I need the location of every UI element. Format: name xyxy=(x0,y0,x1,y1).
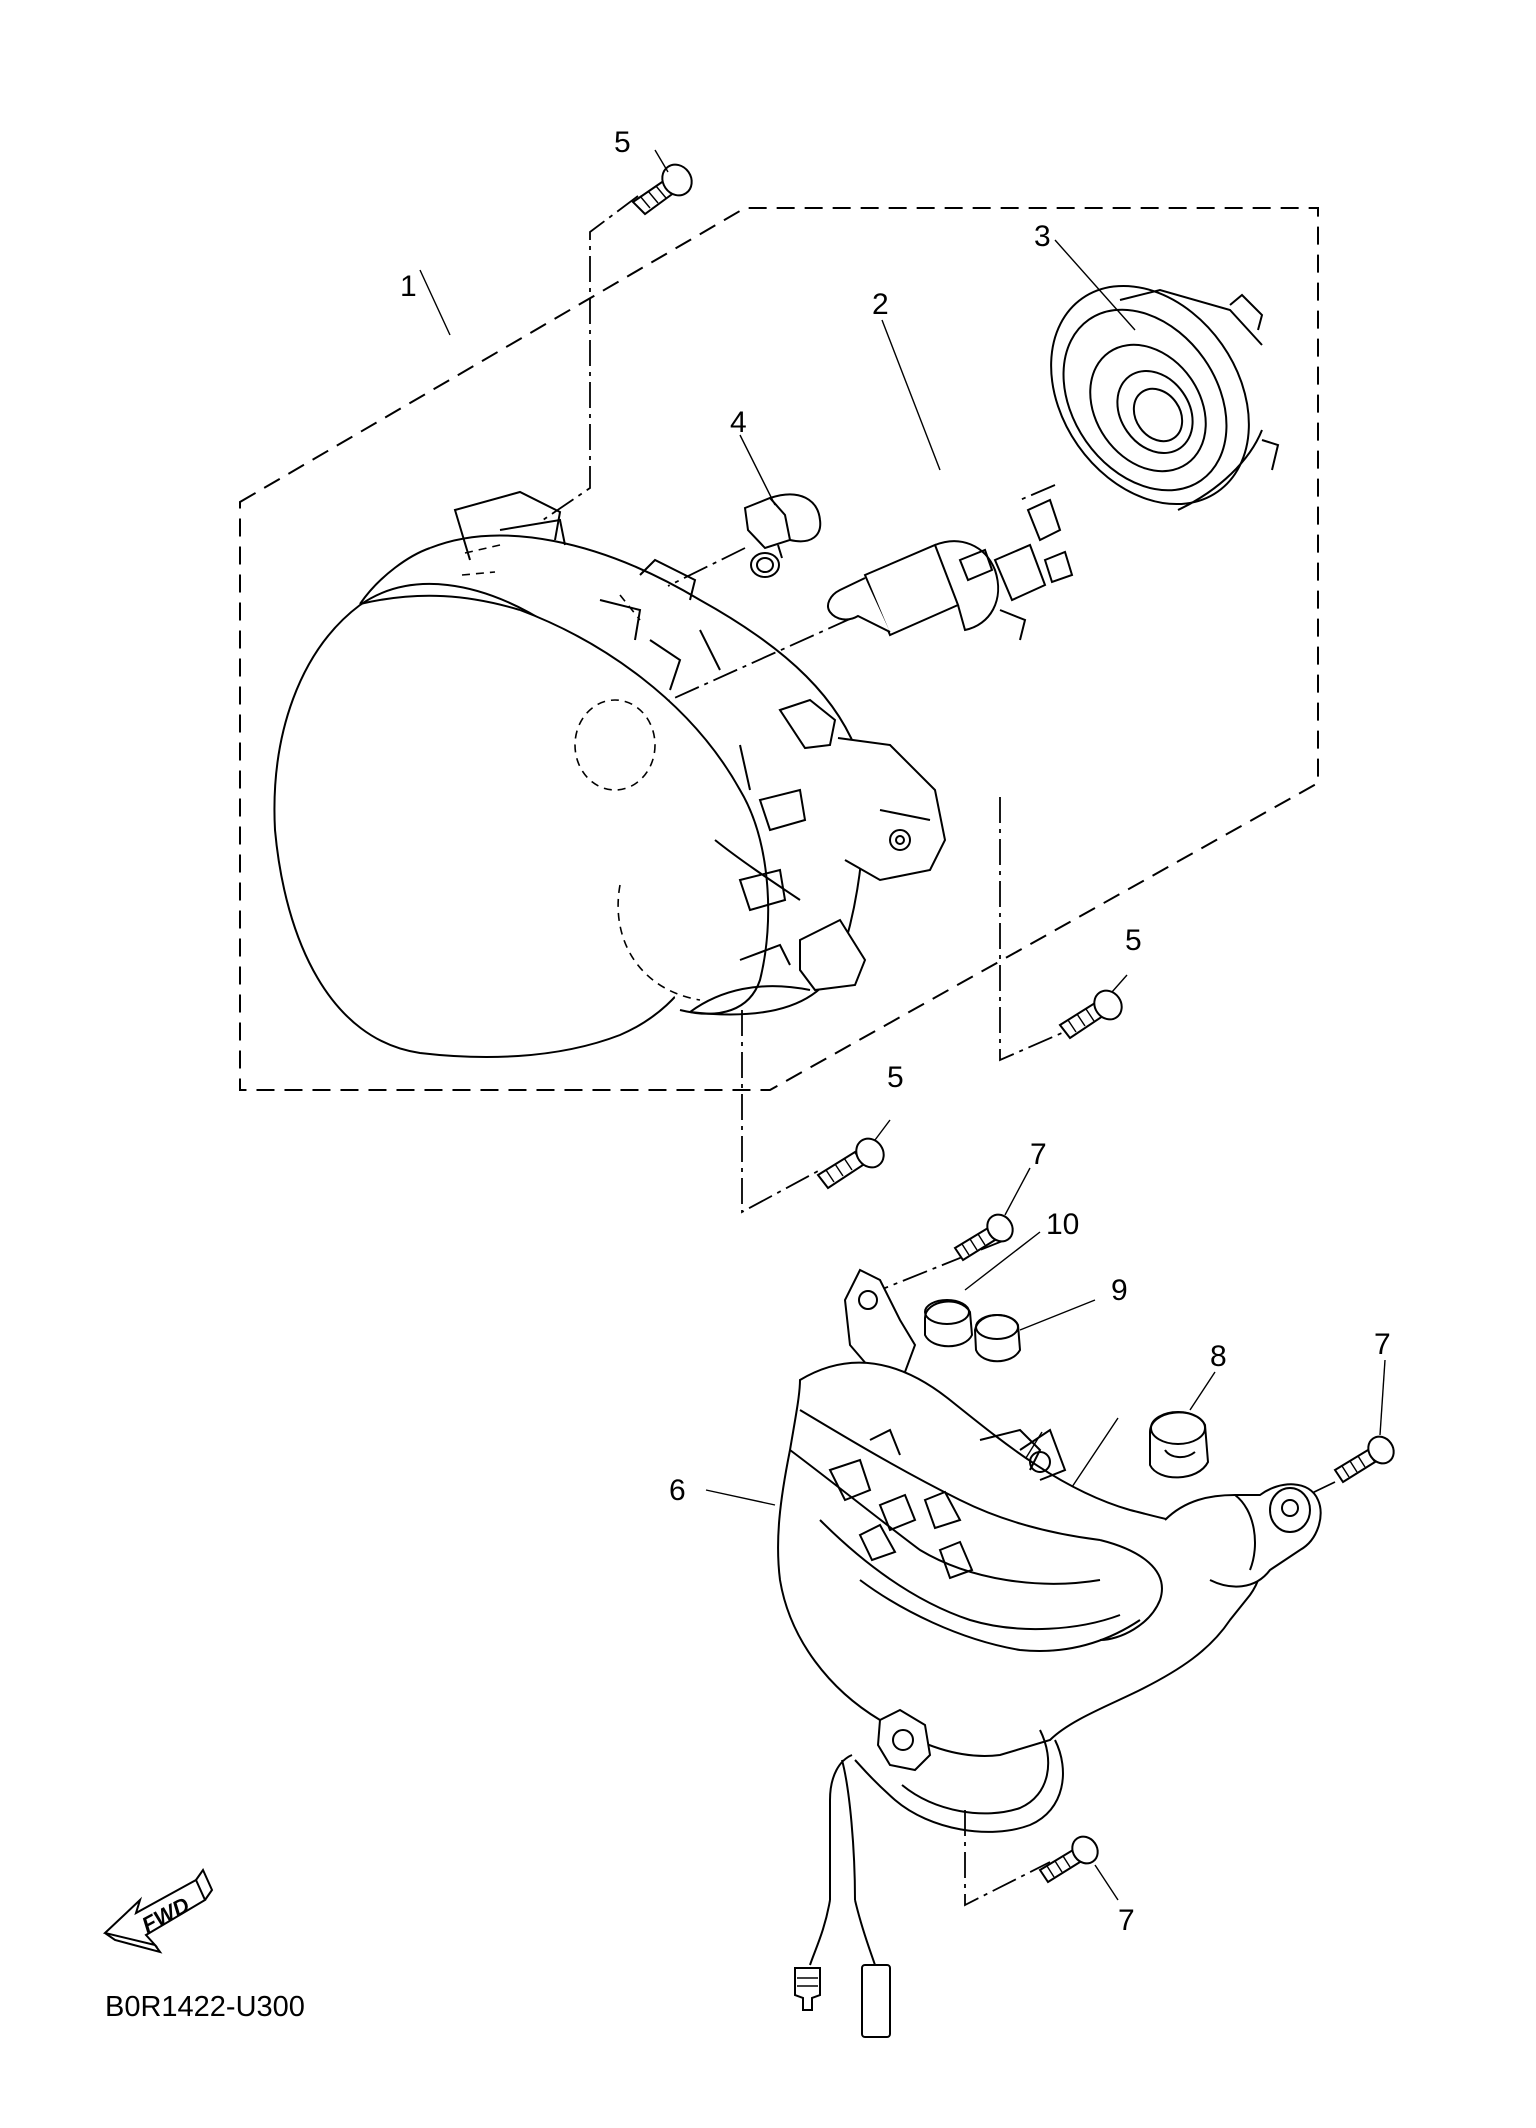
callout-4: 4 xyxy=(730,406,747,439)
headlight-assembly xyxy=(273,490,947,1058)
assembly-boundary-1 xyxy=(239,207,1319,1091)
callout-5-bottom: 5 xyxy=(887,1061,904,1094)
callout-10: 10 xyxy=(1046,1208,1079,1241)
callout-2: 2 xyxy=(872,288,889,321)
screw-7-upper xyxy=(953,1213,1014,1262)
damper-9 xyxy=(973,1313,1022,1363)
callout-5-right: 5 xyxy=(1125,924,1142,957)
callout-1: 1 xyxy=(400,270,417,303)
position-light-assembly xyxy=(777,1268,1322,1772)
screw-5-bottom xyxy=(816,1137,885,1190)
headlight-bulb xyxy=(827,498,1074,641)
callout-3: 3 xyxy=(1034,220,1051,253)
callout-6: 6 xyxy=(669,1474,686,1507)
callout-5-top: 5 xyxy=(614,126,631,159)
grommet-8 xyxy=(1149,1411,1210,1479)
bulb-cover xyxy=(1050,284,1280,511)
collar-10 xyxy=(924,1299,974,1348)
wire-harness xyxy=(794,1729,1064,2038)
screw-7-lower xyxy=(1038,1835,1099,1884)
callout-9: 9 xyxy=(1111,1274,1128,1307)
callout-7-lower: 7 xyxy=(1118,1904,1135,1937)
screw-5-top xyxy=(631,163,693,216)
screw-7-right xyxy=(1333,1435,1395,1484)
fwd-arrow-icon: FWD xyxy=(102,1867,214,1954)
diagram-code: B0R1422-U300 xyxy=(105,1991,305,2023)
bulb-socket xyxy=(743,493,822,578)
callout-8: 8 xyxy=(1210,1340,1227,1373)
leader-lines xyxy=(419,149,1386,1901)
callout-7-upper: 7 xyxy=(1030,1138,1047,1171)
callout-7-right: 7 xyxy=(1374,1328,1391,1361)
screw-5-right xyxy=(1058,989,1123,1040)
